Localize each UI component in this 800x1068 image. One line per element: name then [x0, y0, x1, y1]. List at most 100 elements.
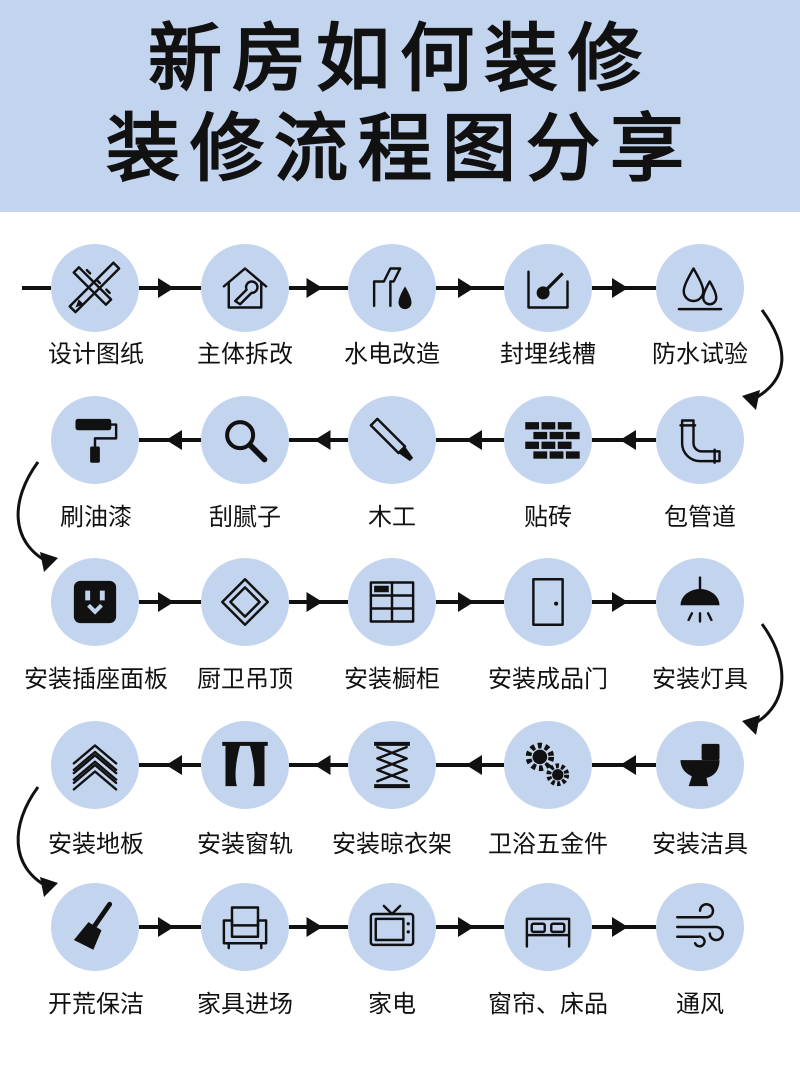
flow-arrow-icon	[612, 278, 628, 298]
pipe-drop-icon	[372, 267, 412, 310]
step-1-0	[656, 396, 744, 484]
flow-arrow-icon	[612, 592, 628, 612]
bed-icon	[525, 917, 571, 948]
toilet-icon	[680, 743, 720, 787]
water-drops-icon	[677, 267, 723, 311]
turn-arrow-head-icon	[742, 390, 760, 410]
step-label: 开荒保洁	[48, 990, 144, 1018]
step-0-0	[51, 244, 139, 332]
step-label: 厨卫吊顶	[197, 665, 293, 693]
flow-arrow-icon	[158, 592, 174, 612]
step-2-0	[51, 558, 139, 646]
turn-arrow-left	[16, 461, 49, 564]
turn-arrow-right	[751, 309, 784, 402]
step-circle	[348, 883, 436, 971]
step-label: 家电	[368, 990, 416, 1018]
step-circle	[201, 558, 289, 646]
step-3-1	[504, 721, 592, 809]
step-label: 安装灯具	[652, 665, 748, 693]
step-label: 安装橱柜	[344, 665, 440, 693]
step-4-4	[656, 883, 744, 971]
turn-arrow-head-icon	[742, 715, 760, 735]
house-wrench-icon	[222, 267, 268, 309]
flow-arrow-icon	[466, 430, 482, 450]
step-label: 安装插座面板	[24, 665, 168, 693]
step-circle	[504, 396, 592, 484]
tv-icon	[369, 904, 415, 947]
flow-arrow-icon	[458, 917, 474, 937]
step-label: 窗帘、床品	[488, 990, 608, 1018]
step-4-1	[201, 883, 289, 971]
process-flow-diagram	[16, 244, 784, 971]
step-circle	[201, 396, 289, 484]
pencil-ruler-icon	[68, 261, 121, 314]
step-0-2	[348, 244, 436, 332]
step-circle	[504, 558, 592, 646]
step-1-4	[51, 396, 139, 484]
step-label: 主体拆改	[197, 340, 293, 368]
step-label: 安装成品门	[488, 665, 608, 693]
pipe-elbow-icon	[679, 419, 721, 464]
step-0-4	[656, 244, 744, 332]
step-label: 刷油漆	[60, 503, 132, 531]
step-2-2	[348, 558, 436, 646]
step-label: 木工	[368, 503, 416, 531]
step-3-2	[348, 721, 436, 809]
flow-arrow-icon	[314, 430, 331, 450]
ceiling-panel-icon	[221, 578, 269, 626]
pendant-lamp-icon	[680, 576, 720, 623]
step-label: 水电改造	[344, 340, 440, 368]
broom-icon	[73, 901, 113, 950]
armchair-icon	[222, 906, 268, 950]
cabinet-icon	[369, 581, 415, 623]
step-4-0	[51, 883, 139, 971]
flow-arrow-icon	[158, 278, 174, 298]
step-3-4	[51, 721, 139, 809]
step-label: 封埋线槽	[500, 340, 596, 368]
title-line-2: 装修流程图分享	[106, 106, 694, 192]
header-banner: 新房如何装修 装修流程图分享	[0, 0, 800, 212]
flow-arrow-icon	[620, 430, 636, 450]
flow-arrow-icon	[466, 755, 482, 775]
door-icon	[532, 578, 564, 626]
magnifier-icon	[225, 420, 268, 463]
step-0-1	[201, 244, 289, 332]
turn-arrow-right	[751, 623, 784, 727]
herringbone-floor-icon	[72, 744, 118, 791]
socket-icon	[73, 580, 117, 624]
turn-arrow-left	[16, 786, 49, 889]
step-circle	[348, 244, 436, 332]
step-circle	[201, 883, 289, 971]
step-label: 通风	[676, 990, 724, 1018]
step-label: 安装晾衣架	[332, 830, 452, 858]
flow-arrow-icon	[458, 592, 474, 612]
step-circle	[656, 396, 744, 484]
flow-arrow-icon	[306, 917, 323, 937]
step-2-4	[656, 558, 744, 646]
step-2-1	[201, 558, 289, 646]
step-label: 安装窗轨	[197, 830, 293, 858]
step-circle	[348, 396, 436, 484]
flow-arrow-icon	[620, 755, 636, 775]
step-label: 防水试验	[652, 340, 748, 368]
step-3-3	[201, 721, 289, 809]
step-4-2	[348, 883, 436, 971]
flow-arrow-icon	[166, 755, 182, 775]
turn-arrow-head-icon	[40, 552, 58, 572]
step-label: 包管道	[664, 503, 736, 531]
step-label: 安装地板	[48, 830, 144, 858]
flow-arrow-icon	[306, 278, 323, 298]
step-label: 安装洁具	[652, 830, 748, 858]
saw-icon	[369, 417, 414, 462]
wall-groove-icon	[527, 270, 569, 309]
title-line-1: 新房如何装修	[148, 16, 652, 102]
step-label: 家具进场	[197, 990, 293, 1018]
curtain-icon	[222, 741, 268, 787]
step-circle	[504, 883, 592, 971]
step-label: 贴砖	[524, 503, 572, 531]
step-4-3	[504, 883, 592, 971]
scissor-rack-icon	[374, 741, 410, 789]
turn-arrow-head-icon	[40, 877, 58, 897]
brick-wall-icon	[525, 422, 580, 459]
step-1-1	[504, 396, 592, 484]
